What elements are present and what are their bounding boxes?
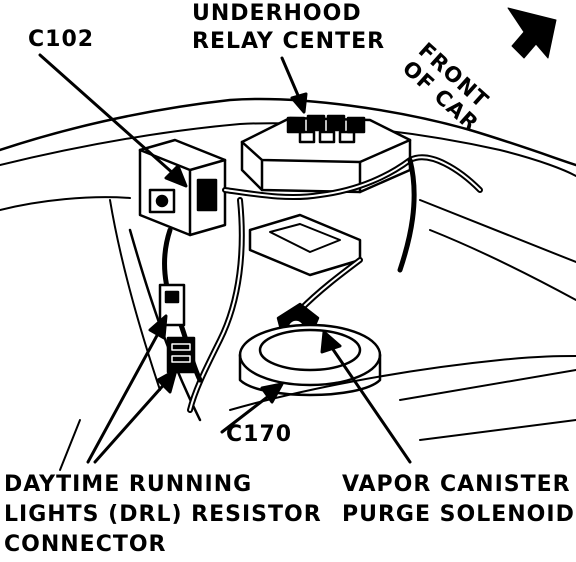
leader-arrows [38, 53, 412, 464]
shock-tower-left [59, 419, 81, 471]
relay-center-box [240, 114, 412, 194]
floor-line-3 [419, 419, 576, 441]
floor-line-2 [399, 369, 576, 401]
c102-label: C102 [28, 27, 95, 52]
fender-outline [0, 97, 576, 167]
vapor-canister [238, 323, 382, 397]
relay-bracket [248, 213, 362, 277]
underhood-relay-center-label: UNDERHOOD RELAY CENTER [192, 0, 385, 56]
fender-lower-line [0, 196, 131, 211]
drl-label-line-1: DAYTIME RUNNING [4, 472, 253, 497]
inner-panel-edge-2 [109, 199, 161, 391]
cowl-line [419, 199, 576, 263]
c170-label: C170 [226, 422, 293, 447]
vapor-canister-purge-solenoid-label: VAPOR CANISTER PURGE SOLENOID [342, 470, 575, 530]
floor-line [229, 355, 576, 411]
relay-bracket-inner [269, 223, 341, 253]
underhood-relay-center-line-2: RELAY CENTER [192, 29, 386, 54]
harness-right [397, 157, 417, 273]
cowl-line-2 [429, 229, 576, 301]
vapor-label-line-1: VAPOR CANISTER [342, 472, 571, 497]
harness-down-left-outline [189, 199, 243, 411]
harness-main-outline [224, 156, 481, 199]
drl-label-line-2: LIGHTS (DRL) RESISTOR [4, 502, 322, 527]
front-arrow [507, 7, 557, 59]
drl-resistor-connector-label: DAYTIME RUNNING LIGHTS (DRL) RESISTOR CO… [4, 470, 322, 560]
drl-label-line-3: CONNECTOR [4, 532, 167, 557]
underhood-relay-center-line-1: UNDERHOOD [192, 1, 362, 26]
harness-to-c170-outline [299, 259, 361, 311]
vapor-label-line-2: PURGE SOLENOID [342, 502, 575, 527]
